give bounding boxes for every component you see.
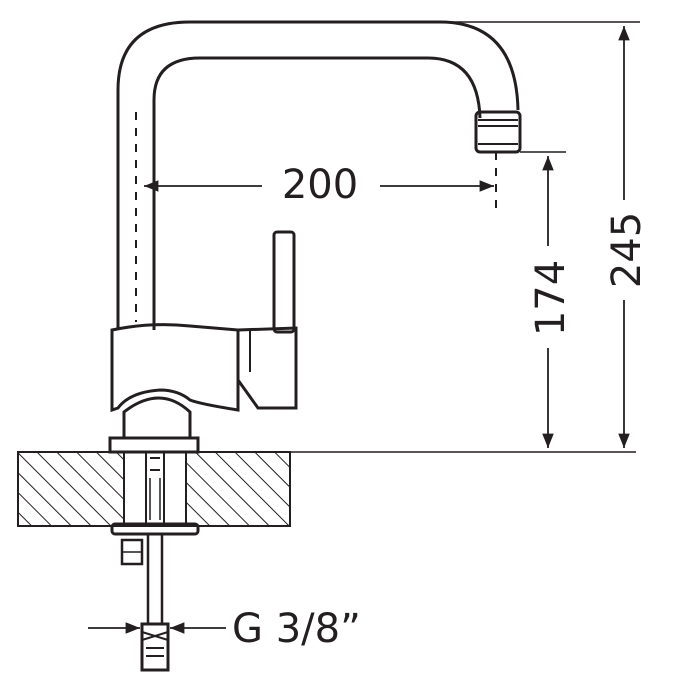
countertop-section [17, 451, 291, 527]
faucet-body [108, 20, 522, 672]
dimension-reach: 200 [144, 152, 497, 208]
connection-thread-label: G 3/8” [232, 606, 361, 652]
dimension-spout-height: 174 [520, 151, 574, 448]
total-height-dimension-label: 245 [604, 212, 650, 288]
spout-height-dimension-label: 174 [528, 260, 574, 336]
dimension-connection-thread: G 3/8” [88, 606, 361, 652]
dimension-total-height: 245 [440, 21, 650, 448]
reach-dimension-label: 200 [282, 162, 358, 208]
